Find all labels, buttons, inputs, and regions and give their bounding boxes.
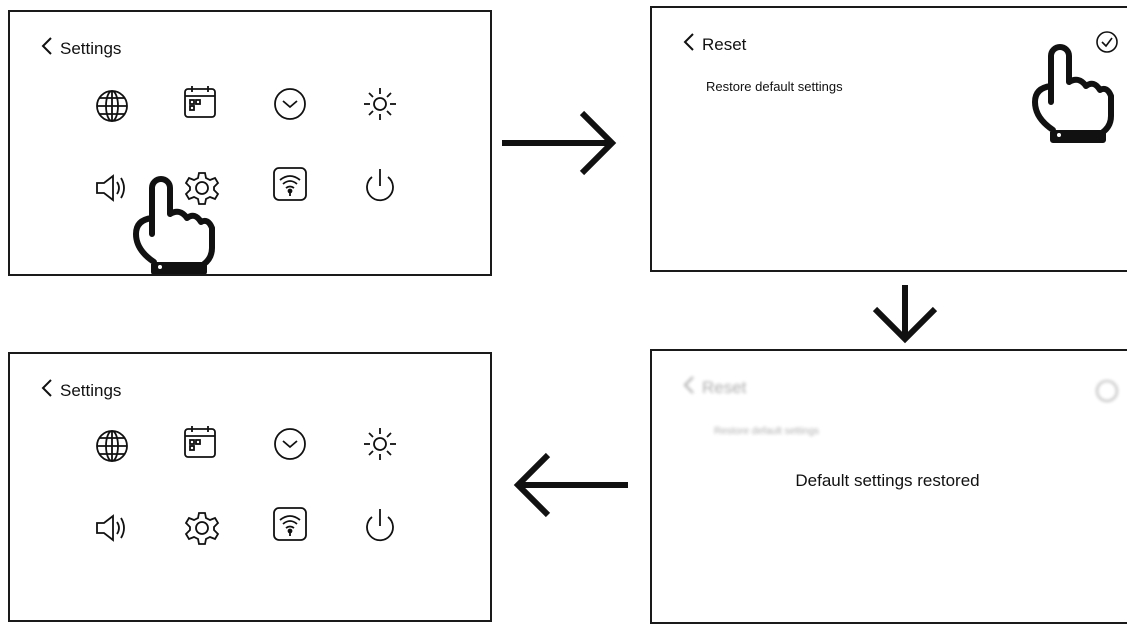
settings-screen-after: Settings [8,352,492,622]
flow-arrow-left [512,450,630,520]
globe-icon[interactable] [94,88,130,124]
clock-icon[interactable] [272,426,308,462]
wifi-icon[interactable] [272,506,308,542]
reset-header: Reset [682,32,746,57]
screen-title: Reset [702,34,747,54]
back-chevron-icon[interactable] [40,378,60,403]
pointing-hand-icon [128,174,218,274]
flow-arrow-down [870,283,940,345]
calendar-icon[interactable] [182,424,218,460]
screen-title: Reset [702,377,747,397]
back-chevron-icon[interactable] [682,32,702,57]
clock-icon[interactable] [272,86,308,122]
calendar-icon[interactable] [182,84,218,120]
settings-header: Settings [40,378,121,403]
power-icon[interactable] [362,168,398,204]
brightness-icon[interactable] [362,86,398,122]
restore-default-label: Restore default settings [706,79,843,94]
screen-title: Settings [60,380,122,400]
globe-icon[interactable] [94,428,130,464]
screen-title: Settings [60,38,122,58]
reset-confirmation-screen: Reset Restore default settings Default s… [650,349,1127,624]
pointing-hand-icon [1027,42,1117,143]
restore-default-label: Restore default settings [714,426,820,437]
back-chevron-icon [682,375,702,400]
settings-screen-before: Settings [8,10,492,276]
reset-screen: Reset Restore default settings [650,6,1127,272]
settings-header: Settings [40,36,121,61]
wifi-icon[interactable] [272,166,308,202]
speaker-icon[interactable] [94,510,130,546]
back-chevron-icon[interactable] [40,36,60,61]
flow-arrow-right [500,108,618,178]
check-circle-icon [1095,379,1119,403]
speaker-icon[interactable] [94,170,130,206]
power-icon[interactable] [362,508,398,544]
reset-header: Reset [682,375,746,400]
restored-message: Default settings restored [795,471,980,490]
gear-icon[interactable] [184,510,220,546]
check-circle-icon[interactable] [1095,30,1119,54]
brightness-icon[interactable] [362,426,398,462]
gear-icon[interactable] [184,170,220,206]
